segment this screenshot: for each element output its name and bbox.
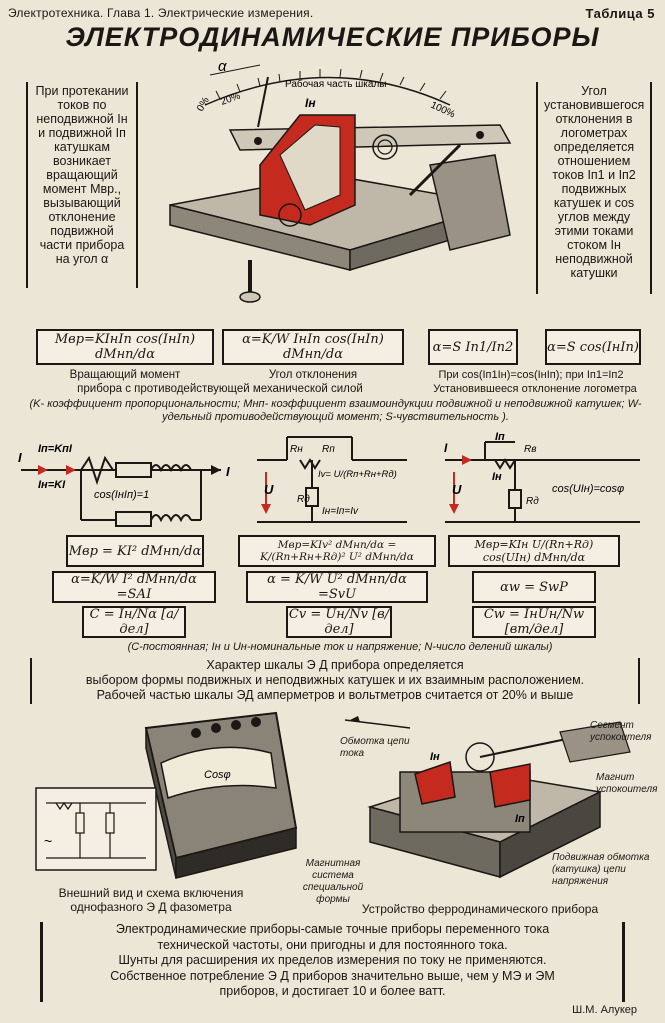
wattmeter-rd-label: Rд [526, 496, 539, 507]
wattmeter-in-label: Iн [492, 471, 502, 483]
ac-symbol: ~ [44, 833, 52, 849]
caption-ratiometer: Установившееся отклонение логометра [433, 383, 637, 395]
table-number: Таблица 5 [585, 6, 655, 21]
conclusion-block: Электродинамические приборы-самые точные… [40, 922, 625, 1002]
caption-torque: Вращающий момент [69, 369, 181, 381]
wattmeter-circuit: I Iп Iн U Rв Rд cos(UIн)=cosφ [444, 432, 640, 523]
ammeter-i-label: I [18, 450, 22, 465]
phasemeter-caption-1: Внешний вид и схема включения [58, 886, 244, 900]
p0-label: 0% [195, 95, 212, 113]
scale-text-line-1: Характер шкалы Э Д прибора определяется [206, 658, 464, 672]
left-info-box: При протекании токов по неподвижной Iн и… [26, 82, 138, 288]
phasemeter-schematic [35, 787, 157, 871]
conclusion-line-2: технической частоты, они пригодны и для … [157, 937, 508, 952]
wattmeter-rn-label: Rв [524, 444, 536, 455]
note-coefficients: (K- коэффициент пропорциональности; Mнп-… [29, 398, 642, 423]
conclusion-line-4: Собственное потребление Э Д приборов зна… [110, 968, 555, 983]
scale-arc [204, 76, 451, 106]
scale-character-block: Характер шкалы Э Д прибора определяется … [30, 658, 640, 704]
p100-label: 100% [429, 100, 457, 121]
voltmeter-eq-label: Iн=Iп=Iv [322, 506, 359, 517]
wattmeter-cos-label: cos(UIн)=cosφ [552, 483, 624, 495]
formula-ammeter-angle: α=K/W I² dMнп/dα =SАI [52, 571, 216, 603]
voltmeter-rn-label: Rн [290, 444, 303, 455]
scale-text-line-2: выбором формы подвижных и неподвижных ка… [85, 673, 585, 687]
label-magnetic-system: Магнитная система специальной формы [302, 858, 364, 905]
label-damper-magnet: Магнит успокоителя [596, 772, 658, 795]
ip-coil-label: Iп [515, 813, 525, 825]
label-current-winding: Обмотка цепи тока [340, 736, 410, 759]
ammeter-i-out-label: I [226, 464, 230, 479]
formula-ratiometer-cos: α=S cos(IнIп) [545, 329, 641, 365]
caption-ratiometer-cond: При cos(Iп1Iн)=cos(IнIп); при Iп1=Iп2 [438, 369, 624, 381]
conclusion-line-1: Электродинамические приборы-самые точные… [115, 922, 550, 936]
formula-wattmeter-torque: Mвр=KIн U/(Rп+Rд) cos(UIн) dMнп/dα [448, 535, 620, 567]
page-title: ЭЛЕКТРОДИНАМИЧЕСКИЕ ПРИБОРЫ [65, 22, 600, 52]
phasemeter-caption-2: однофазного Э Д фазометра [70, 900, 232, 914]
wattmeter-i-label: I [444, 441, 448, 455]
formula-wattmeter-angle: αw = SwP [472, 571, 596, 603]
alpha-label: α [218, 58, 227, 75]
wattmeter-ip-label: Iп [495, 432, 505, 443]
scale-text-line-3: Рабочей частью шкалы ЭД амперметров и во… [96, 688, 574, 702]
label-damper-segment: Сегмент успокоителя [590, 720, 652, 743]
pointer [257, 76, 269, 128]
voltmeter-rd-label: Rд [297, 494, 310, 505]
ammeter-ip-label: Iп=KпI [38, 443, 73, 455]
voltmeter-u-label: U [264, 482, 274, 497]
formula-wattmeter-constant: Cw = IнUн/Nw [вт/дел] [472, 606, 596, 638]
right-info-box: Угол установившегося отклонения в логоме… [536, 82, 652, 294]
formula-ammeter-torque: Mвр = KI² dMнп/dα [66, 535, 204, 567]
formula-ammeter-constant: C = Iн/Nα [а/дел] [82, 606, 186, 638]
label-moving-coil: Подвижная обмотка (катушка) цепи напряже… [552, 852, 650, 887]
author: Ш.М. Алукер [572, 1004, 637, 1016]
p20-label: 20% [219, 91, 242, 108]
formula-voltmeter-torque: Mвр=KIv² dMнп/dα = K/(Rп+Rн+Rд)² U² dMнп… [238, 535, 436, 567]
caption-deflection: Угол отклонения [268, 369, 358, 381]
note-constants: (C-постоянная; Iн и Uн-номинальные ток и… [127, 641, 553, 653]
conclusion-line-5: приборов, и достигает 10 и более ватт. [219, 984, 446, 998]
formula-torque: Mвр=KIнIп cos(IнIп) dMнп/dα [36, 329, 214, 365]
current-coil [414, 760, 456, 805]
caption-mechanical: прибора с противодействующей механическо… [77, 383, 363, 395]
header-chapter: Электротехника. Глава 1. Электрические и… [8, 6, 314, 20]
voltmeter-rp-label: Rп [322, 444, 335, 455]
work-scale-label: Рабочая часть шкалы [285, 78, 386, 90]
formula-ratiometer: α=S Iп1/Iп2 [428, 329, 518, 365]
cos-phi-scale: Cosφ [204, 769, 231, 781]
voltmeter-iv-label: Iv= U/(Rп+Rн+Rд) [318, 469, 397, 480]
ferrodynamic-illustration: Iн Iп [344, 716, 631, 879]
formula-deflection: α=K/W IнIп cos(IнIп) dMнп/dα [222, 329, 404, 365]
conclusion-line-3: Шунты для расширения их пределов измерен… [118, 953, 547, 967]
instrument-illustration: α 0% 20% 100% Рабочая часть шкалы Iн [169, 58, 512, 303]
phasemeter-illustration: Cosφ ~ [35, 711, 298, 879]
in-label: Iн [305, 96, 316, 110]
formula-voltmeter-angle: α = K/W U² dMнп/dα =SvU [246, 571, 428, 603]
voltmeter-circuit: U Rн Rп Rд Iv= U/(Rп+Rн+Rд) Iн=Iп=Iv [257, 436, 407, 523]
ammeter-circuit: I I Iп=KпI Iн=KI cos(IнIп)=1 [18, 443, 230, 527]
ammeter-in-label: Iн=KI [38, 479, 66, 491]
ferrodynamic-caption: Устройство ферродинамического прибора [361, 902, 599, 916]
formula-voltmeter-constant: Cv = Uн/Nv [в/дел] [286, 606, 392, 638]
ammeter-cos-label: cos(IнIп)=1 [94, 489, 149, 501]
in-coil-label: Iн [430, 751, 440, 763]
wattmeter-u-label: U [452, 482, 462, 497]
